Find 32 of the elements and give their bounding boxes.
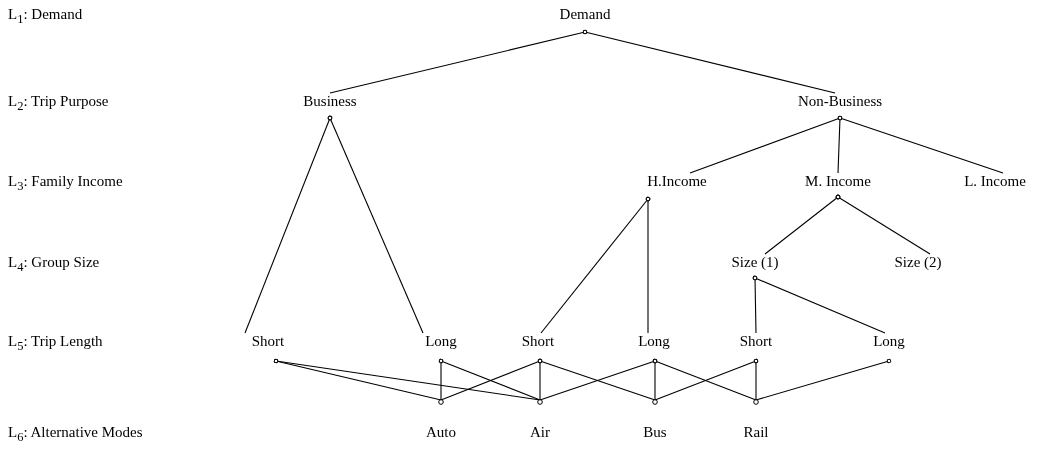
node-label: M. Income xyxy=(805,172,871,198)
level-label: L$_{5}$: Trip Length xyxy=(8,332,103,355)
connector-line xyxy=(327,115,424,334)
level-label: L$_{6}$: Alternative Modes xyxy=(8,423,143,446)
node-label: Demand xyxy=(559,5,611,33)
node-label: H.Income xyxy=(647,172,707,200)
node-label: Long xyxy=(425,332,457,362)
node-label: Size (1) xyxy=(731,253,779,279)
node-label: Business xyxy=(303,92,357,119)
node-label: Size (2) xyxy=(894,253,942,271)
node-label: Long xyxy=(873,332,905,362)
node-label: Bus xyxy=(643,399,667,441)
connector-line xyxy=(752,275,886,334)
connector-line xyxy=(837,115,1004,174)
connector-line xyxy=(582,29,836,94)
node-label: Air xyxy=(530,399,550,441)
node-label: Short xyxy=(739,332,773,362)
node-label: L. Income xyxy=(964,172,1026,190)
node-label: Long xyxy=(638,332,670,362)
node-label: Rail xyxy=(743,399,769,441)
connector-line xyxy=(755,358,892,401)
connector-line xyxy=(645,196,651,334)
level-label: L$_{2}$: Trip Purpose xyxy=(8,92,109,115)
level-label: L$_{4}$: Group Size xyxy=(8,253,100,276)
level-label: L$_{3}$: Family Income xyxy=(8,172,123,195)
node-label: Short xyxy=(521,332,555,362)
node-label: Short xyxy=(251,332,285,362)
connector-line xyxy=(753,358,759,401)
node-label: Non-Business xyxy=(797,92,883,119)
level-label: L$_{1}$: Demand xyxy=(8,5,83,28)
connector-line xyxy=(835,194,931,255)
node-label: Auto xyxy=(426,399,456,441)
